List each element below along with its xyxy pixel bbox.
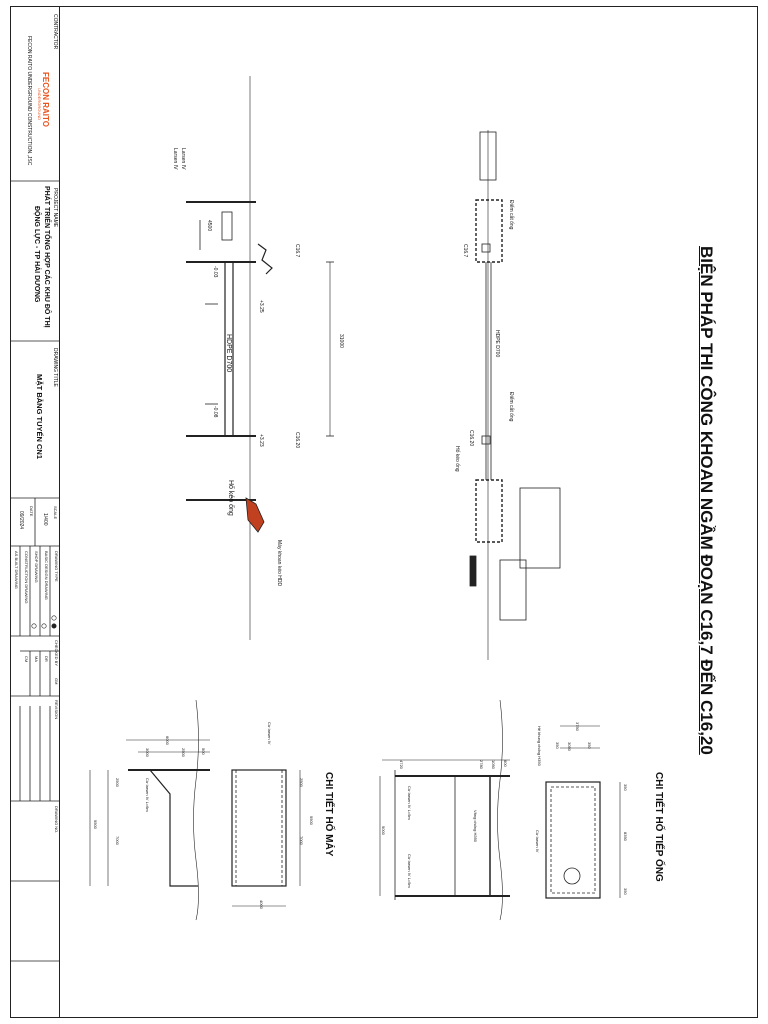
plan-pit-label: Hố kéo ống xyxy=(454,446,460,472)
detail-pipe-pit-plan xyxy=(545,725,621,899)
plan-anchor-right: Điểm cắt ống xyxy=(508,392,514,422)
pit-label-pile-b: Cừ larsen IV L=9m xyxy=(407,854,412,888)
dim-4500: 4500 xyxy=(206,220,212,232)
pit-dim-side-2: 8350 xyxy=(623,832,628,841)
detail-machine-pit-title: CHI TIẾT HỐ MÁY xyxy=(323,772,334,857)
mp-dim-top-2: 3000 xyxy=(145,748,150,757)
mp-dim-side-b-2: 7000 xyxy=(299,836,304,845)
pit-label-pile: Cừ larsen IV xyxy=(535,830,540,853)
mp-dim-total: 9500 xyxy=(93,820,98,829)
section-level-left: -0.03 xyxy=(212,266,218,278)
section-pit-label: Hố kéo ống xyxy=(227,480,234,516)
mp-dim-top-4: 500 xyxy=(201,748,206,755)
section-level-left-b: +3.25 xyxy=(258,300,264,313)
pit-label-shoring: Hệ khung chống H350 xyxy=(537,726,542,766)
mp-dim-side-2: 7000 xyxy=(115,836,120,845)
pit-sec-dim-4: 600 xyxy=(503,760,508,767)
pit-dim-side-3: 350 xyxy=(623,888,628,895)
pit-sec-dim-3: 1050 xyxy=(491,760,496,769)
pit-label-frame: Văng chống H350 xyxy=(473,810,478,843)
section-level-right-b: +3.23 xyxy=(258,434,264,447)
detail-machine-pit-section xyxy=(89,699,210,921)
mp-dim-top-3: 2500 xyxy=(181,748,186,757)
pit-sec-dim-2: 2780 xyxy=(479,760,484,769)
section-span: 31000 xyxy=(338,334,344,348)
detail-pipe-pit-title: CHI TIẾT HỐ TIẾP ỐNG xyxy=(653,772,664,882)
pit-sec-depth: 9000 xyxy=(381,826,386,835)
drawing-frame xyxy=(10,6,758,1018)
larsen-right-label: Larsen IV xyxy=(172,148,178,170)
title-block-grid xyxy=(10,180,60,962)
section-station-right: C16.20 xyxy=(294,432,300,449)
pit-dim-top-4: 350 xyxy=(587,742,592,749)
mp-dim-width: 4000 xyxy=(259,900,264,909)
mp-label-pile: Cừ larsen IV xyxy=(267,722,272,745)
pit-dim-top-2: 350 xyxy=(555,742,560,749)
mp-label-pile-b: Cừ larsen IV L=6m xyxy=(145,778,150,812)
plan-station-right: C16.20 xyxy=(468,430,474,447)
title-block: CONTRACTOR FECON RAITO UNDERGROUND FECON… xyxy=(10,6,60,1018)
larsen-left-label: Larsen IV xyxy=(180,148,186,170)
pit-dim-top-3: 3050 xyxy=(567,742,572,751)
plan-anchor-left: Điểm cắt ống xyxy=(508,200,514,230)
detail-pipe-pit-section xyxy=(379,699,510,921)
section-level-right: -0.08 xyxy=(212,406,218,418)
plan-pipe-label: HDPE D700 xyxy=(494,330,500,358)
mp-dim-side-1: 2500 xyxy=(115,778,120,787)
pit-dim-top-1: 3750 xyxy=(575,722,580,731)
mp-dim-total-b: 9500 xyxy=(309,816,314,825)
detail-machine-pit-plan xyxy=(231,769,301,907)
section-view xyxy=(186,76,334,640)
plan-view xyxy=(469,130,561,660)
section-station-left: C16.7 xyxy=(294,244,300,258)
pit-sec-dim-1: 4720 xyxy=(399,760,404,769)
mp-dim-side-b-1: 2500 xyxy=(299,778,304,787)
pit-label-pile-a: Cừ larsen IV L=9m xyxy=(407,786,412,820)
mp-dim-top-1: 6000 xyxy=(165,736,170,745)
pit-dim-side-1: 350 xyxy=(623,784,628,791)
plan-station-left: C16.7 xyxy=(462,244,468,258)
section-machine-label: Máy khoan kéo HDD xyxy=(276,540,282,587)
section-pipe-label: HDPE D700 xyxy=(225,334,232,373)
